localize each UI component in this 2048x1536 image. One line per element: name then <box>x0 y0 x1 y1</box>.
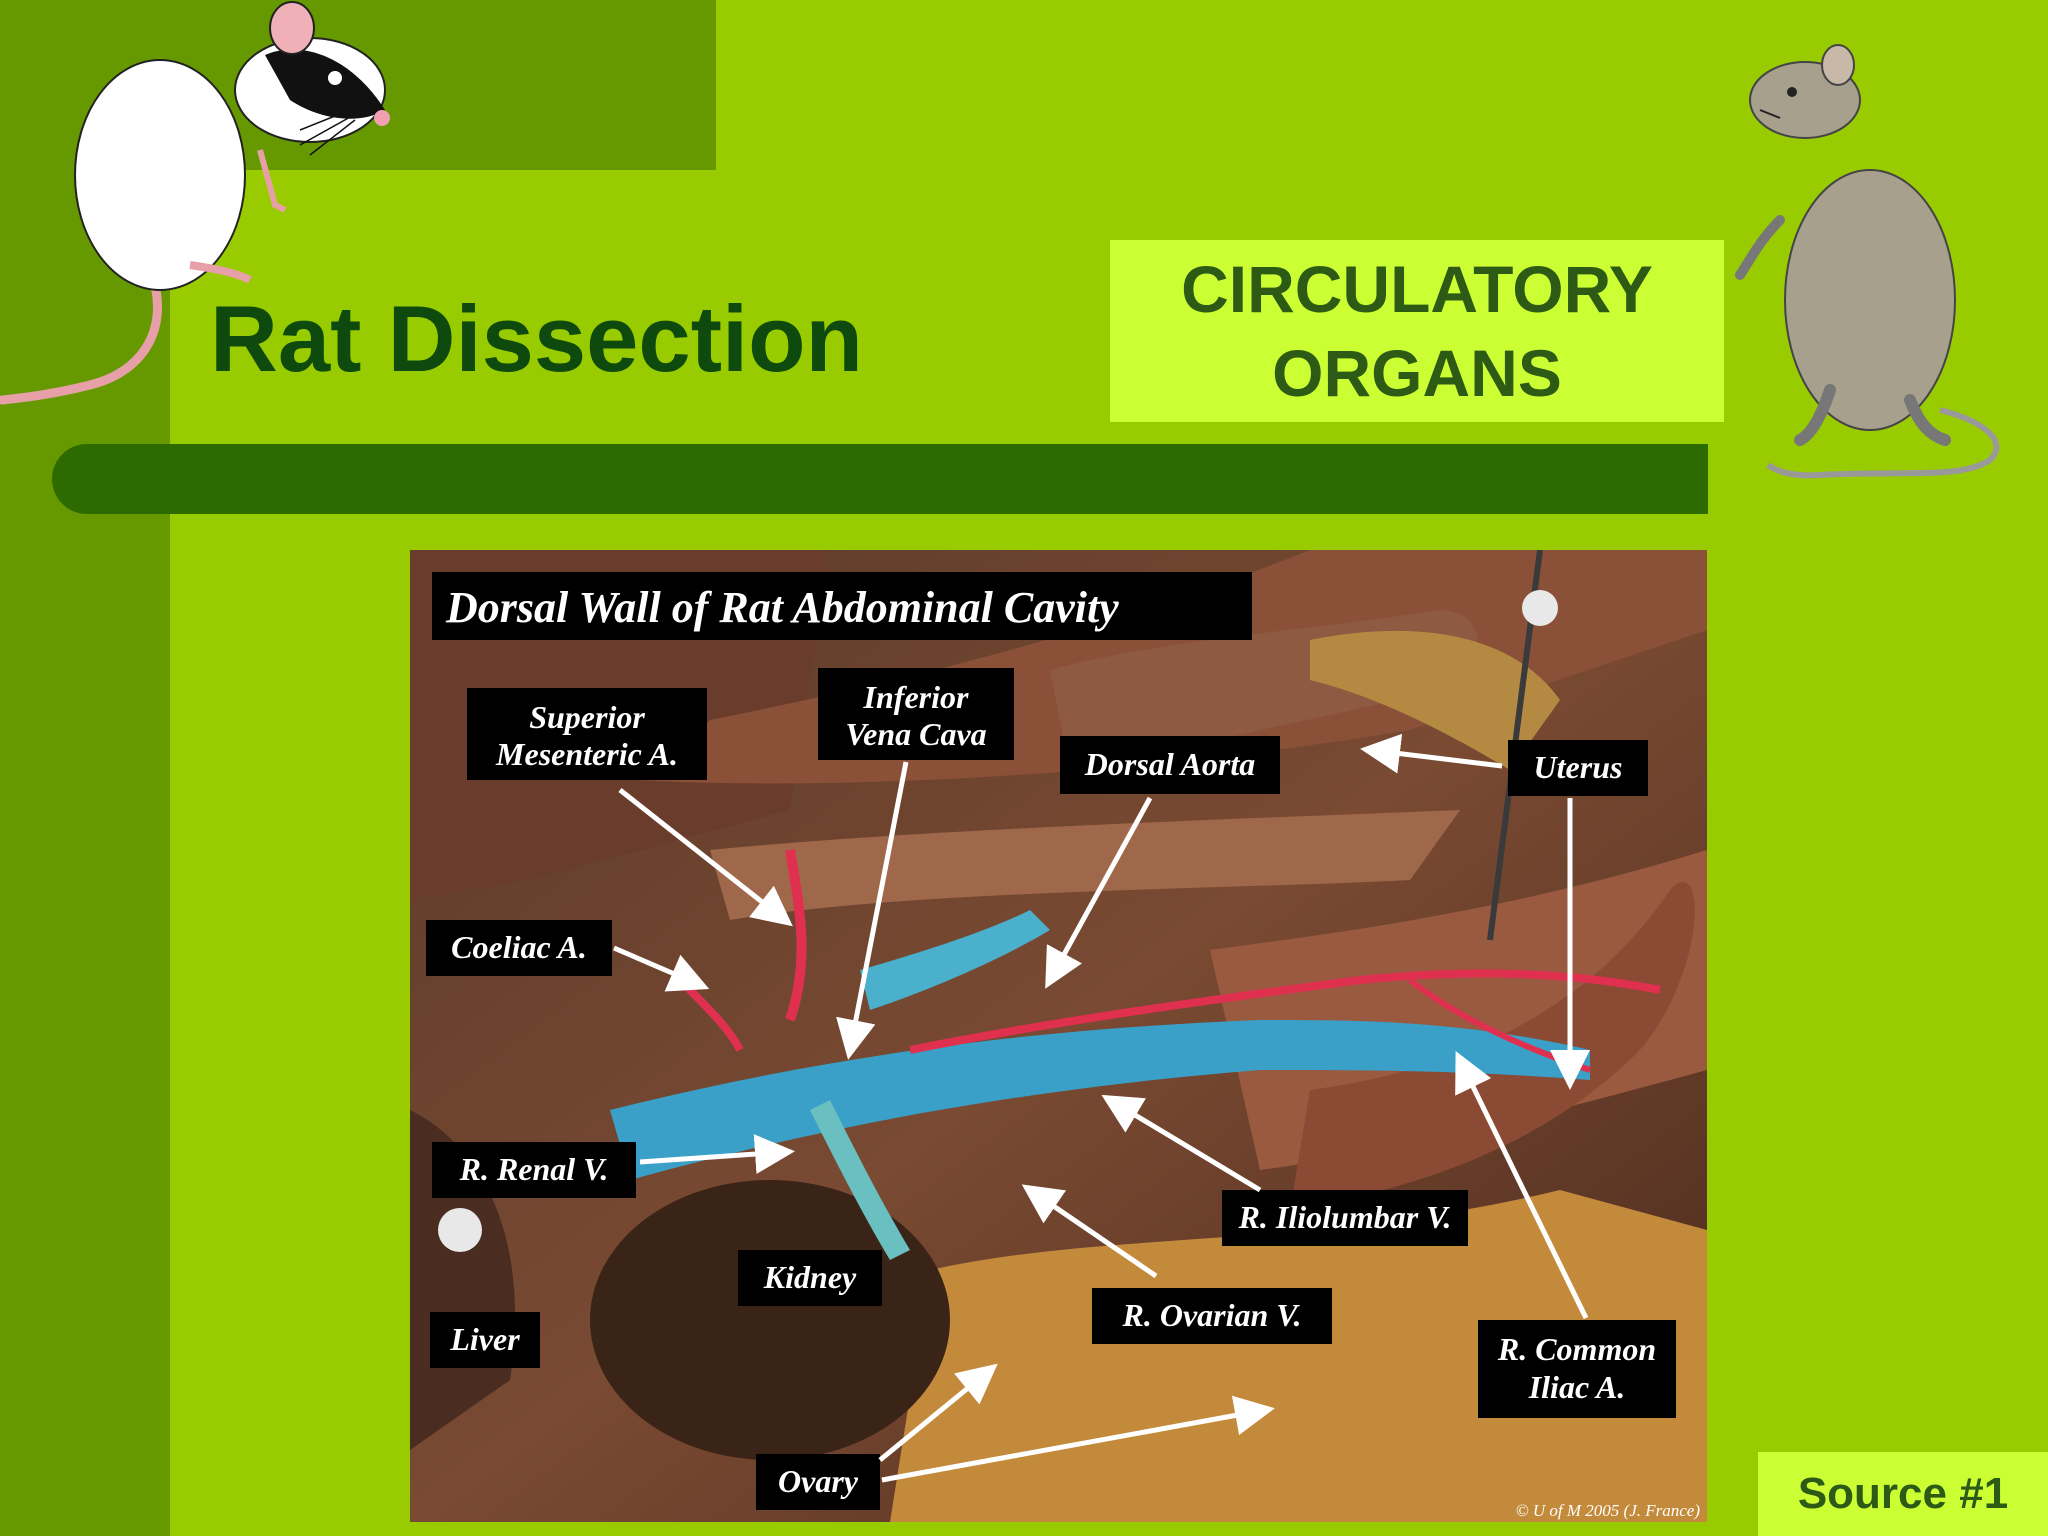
label-ovary: Ovary <box>778 1463 859 1499</box>
arrow-common-iliac <box>1455 1051 1589 1320</box>
label-superior-mesenteric-line1: Superior <box>529 699 645 735</box>
label-common-iliac-line1: R. Common <box>1497 1331 1656 1367</box>
label-common-iliac-line2: Iliac A. <box>1528 1369 1626 1405</box>
arrow-uterus-1 <box>1360 733 1503 774</box>
subtitle-line-2: ORGANS <box>1272 336 1562 410</box>
label-liver: Liver <box>449 1321 520 1357</box>
rat-illustration-left <box>0 0 400 410</box>
rat-illustration-right <box>1720 40 2020 480</box>
label-coeliac: Coeliac A. <box>451 929 587 965</box>
label-iliolumbar: R. Iliolumbar V. <box>1238 1199 1452 1235</box>
label-renal-vein: R. Renal V. <box>459 1151 609 1187</box>
dissection-photo: Dorsal Wall of Rat Abdominal Cavity Supe… <box>410 550 1707 1522</box>
photo-title-bg <box>432 572 1252 640</box>
arrow-dorsal-aorta <box>1045 796 1153 989</box>
arrow-iliolumbar <box>1101 1094 1262 1193</box>
subtitle-box: CIRCULATORY ORGANS <box>1110 240 1724 422</box>
arrow-ovary-1 <box>878 1363 998 1462</box>
arrow-ovarian-vein <box>1021 1184 1158 1279</box>
header-divider <box>52 444 1708 514</box>
arrow-ovary-2 <box>881 1395 1275 1483</box>
photo-credit: © U of M 2005 (J. France) <box>1516 1501 1701 1520</box>
page-title: Rat Dissection <box>210 286 863 391</box>
arrow-renal-vein <box>639 1134 795 1175</box>
label-kidney: Kidney <box>763 1259 857 1295</box>
label-inferior-vena-cava-line2: Vena Cava <box>845 716 986 752</box>
source-box: Source #1 <box>1758 1452 2048 1536</box>
photo-title: Dorsal Wall of Rat Abdominal Cavity <box>445 583 1119 632</box>
label-dorsal-aorta: Dorsal Aorta <box>1084 746 1255 782</box>
arrow-superior-mesenteric <box>618 788 793 927</box>
arrow-coeliac <box>613 945 710 992</box>
source-label: Source #1 <box>1797 1469 2009 1518</box>
label-ovarian-vein: R. Ovarian V. <box>1121 1297 1301 1333</box>
label-uterus: Uterus <box>1534 749 1623 785</box>
label-inferior-vena-cava-line1: Inferior <box>863 679 969 715</box>
subtitle-line-1: CIRCULATORY <box>1181 252 1653 326</box>
label-superior-mesenteric-line2: Mesenteric A. <box>495 736 678 772</box>
arrow-vena-cava <box>836 761 909 1060</box>
